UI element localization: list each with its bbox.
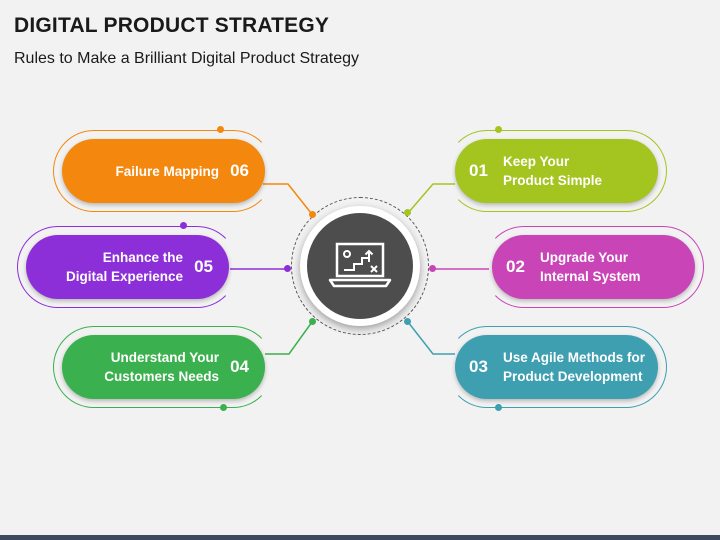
connector-04 [265, 321, 313, 355]
bottom-bar [0, 535, 720, 540]
connector-dot-04-outline [220, 404, 227, 411]
pill-outline-02 [483, 226, 704, 308]
step-06-number: 06 [230, 161, 249, 180]
step-06-card: Failure Mapping 06 [62, 139, 265, 203]
pill-outline-04 [53, 326, 274, 408]
step-02-number: 02 [506, 257, 525, 276]
connector-dot-06-outline [217, 126, 224, 133]
pill-outline-01 [446, 130, 667, 212]
connector-dot-03-outline [495, 404, 502, 411]
connector-dot-04-hub [309, 318, 316, 325]
hub-core [307, 213, 413, 319]
connector-dot-03-hub [404, 318, 411, 325]
pill-outline-03 [446, 326, 667, 408]
connector-dot-02-hub [429, 265, 436, 272]
connector-dot-01-hub [404, 209, 411, 216]
step-05-number: 05 [194, 257, 213, 276]
connector-03 [407, 321, 455, 355]
step-06-label: Failure Mapping [115, 163, 219, 179]
page-title: DIGITAL PRODUCT STRATEGY [14, 14, 330, 37]
hub-dashed-ring [291, 197, 429, 335]
step-03-number: 03 [469, 357, 488, 376]
laptop-growth-icon [328, 242, 392, 288]
step-04-number: 04 [230, 357, 249, 376]
connector-01 [407, 183, 455, 214]
connector-dot-05-hub [284, 265, 291, 272]
connector-dot-05-outline [180, 222, 187, 229]
connector-dot-01-outline [495, 126, 502, 133]
step-01-number: 01 [469, 161, 488, 180]
connector-06 [263, 183, 312, 214]
pill-outline-05 [17, 226, 238, 308]
page-subtitle: Rules to Make a Brilliant Digital Produc… [14, 50, 360, 67]
pill-outline-06 [53, 130, 274, 212]
connector-dot-06-hub [309, 211, 316, 218]
